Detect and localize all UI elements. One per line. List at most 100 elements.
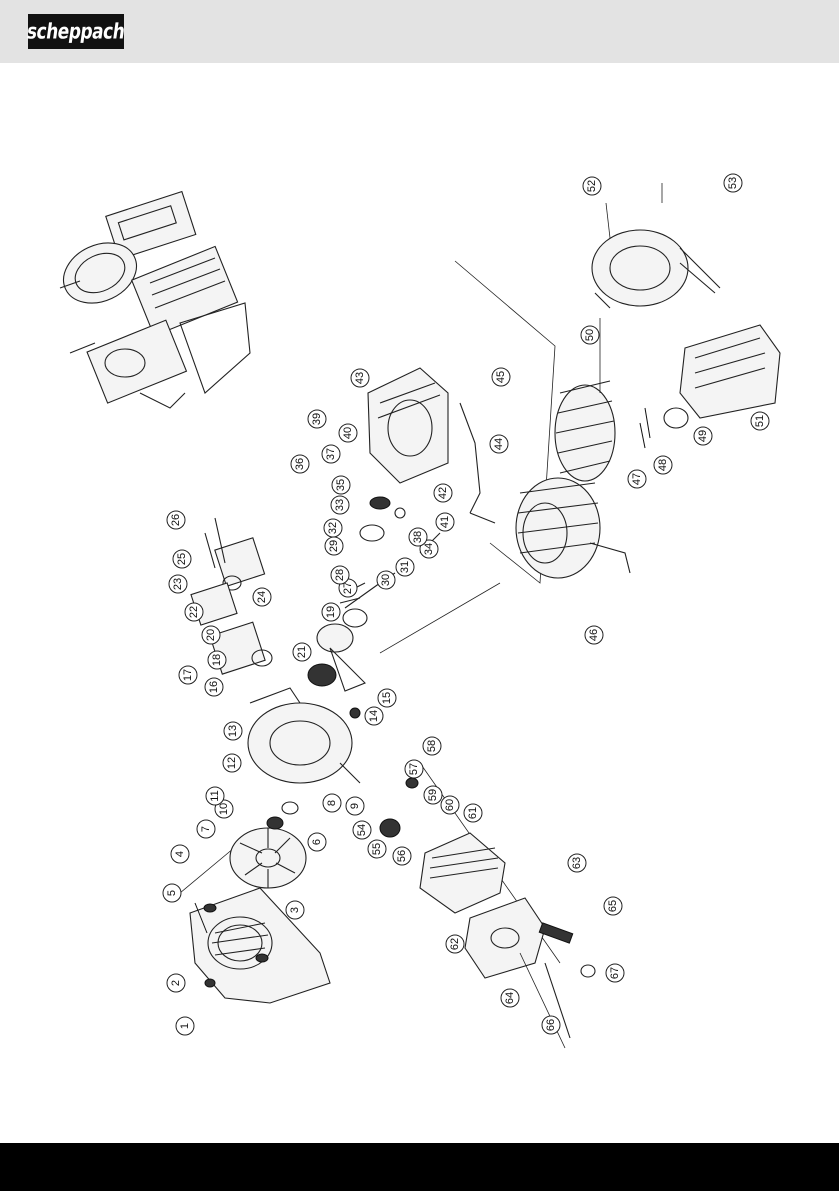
callout-label: 47 [631,473,643,485]
callout-label: 42 [437,487,449,499]
callout-13: 13 [224,722,242,740]
callout-label: 13 [227,725,239,737]
callout-label: 32 [327,522,339,534]
callout-40: 40 [339,424,357,442]
callout-30: 30 [377,571,395,589]
callout-label: 26 [170,514,182,526]
callout-label: 64 [504,992,516,1004]
callout-label: 9 [349,803,361,809]
callout-label: 3 [289,907,301,913]
callout-36: 36 [291,455,309,473]
callout-28: 28 [331,566,349,584]
callout-11: 11 [206,787,224,805]
callout-55: 55 [368,840,386,858]
callout-label: 39 [311,413,323,425]
callout-52: 52 [583,177,601,195]
callout-15: 15 [378,689,396,707]
callout-20: 20 [202,626,220,644]
callout-63: 63 [568,854,586,872]
callout-label: 4 [174,851,186,857]
callout-26: 26 [167,511,185,529]
callout-53: 53 [724,174,742,192]
callout-label: 15 [381,692,393,704]
rear-cover [592,183,720,308]
callout-2: 2 [167,974,185,992]
callout-18: 18 [208,651,226,669]
callout-56: 56 [393,847,411,865]
callout-9: 9 [346,797,364,815]
callout-1: 1 [176,1017,194,1035]
callout-47: 47 [628,470,646,488]
callout-57: 57 [405,760,423,778]
callout-7: 7 [197,820,215,838]
callout-3: 3 [286,901,304,919]
callout-label: 56 [396,850,408,862]
callout-label: 19 [325,606,337,618]
callout-6: 6 [308,833,326,851]
callout-label: 33 [334,499,346,511]
brand-logo-text: scheppach [26,19,127,44]
callout-21: 21 [293,643,311,661]
callout-label: 29 [328,540,340,552]
callout-35: 35 [332,476,350,494]
callout-label: 43 [354,372,366,384]
callout-42: 42 [434,484,452,502]
callout-label: 5 [166,890,178,896]
callout-label: 53 [727,177,739,189]
callout-8: 8 [323,794,341,812]
callout-label: 35 [335,479,347,491]
callout-39: 39 [308,410,326,428]
callout-label: 18 [211,654,223,666]
stator [516,478,630,578]
callout-label: 30 [380,574,392,586]
callout-58: 58 [423,737,441,755]
callout-5: 5 [163,884,181,902]
brand-logo: scheppach [28,14,124,49]
callout-65: 65 [604,897,622,915]
page-footer [0,1143,839,1191]
callout-label: 34 [423,543,435,555]
callout-label: 44 [493,438,505,450]
callout-label: 11 [209,790,221,801]
callout-16: 16 [205,678,223,696]
callout-label: 66 [545,1019,557,1031]
end-shield [680,325,780,418]
callout-label: 46 [588,629,600,641]
callout-label: 65 [607,900,619,912]
callout-label: 25 [176,553,188,565]
callout-label: 2 [170,980,182,986]
callout-4: 4 [171,845,189,863]
callout-label: 63 [571,857,583,869]
callout-label: 58 [426,740,438,752]
callout-37: 37 [322,445,340,463]
callout-label: 50 [584,329,596,341]
callout-17: 17 [179,666,197,684]
callout-label: 24 [256,591,268,603]
callout-label: 48 [657,459,669,471]
crankcase [248,688,360,783]
callout-41: 41 [436,513,454,531]
callout-23: 23 [169,575,187,593]
callout-label: 60 [444,799,456,811]
callout-label: 6 [311,839,323,845]
callout-22: 22 [185,603,203,621]
callout-43: 43 [351,369,369,387]
page-header: scheppach [0,0,839,63]
callout-67: 67 [606,964,624,982]
callout-32: 32 [324,519,342,537]
callout-label: 27 [342,582,354,594]
callout-59: 59 [424,786,442,804]
callout-62: 62 [446,935,464,953]
callout-25: 25 [173,550,191,568]
callout-label: 37 [325,448,337,460]
callout-33: 33 [331,496,349,514]
callout-label: 8 [326,800,338,806]
callout-label: 22 [188,606,200,618]
callout-14: 14 [365,707,383,725]
callout-label: 52 [586,180,598,192]
callout-label: 49 [697,430,709,442]
callout-label: 14 [368,710,380,722]
callout-label: 38 [412,531,424,543]
callout-60: 60 [441,796,459,814]
